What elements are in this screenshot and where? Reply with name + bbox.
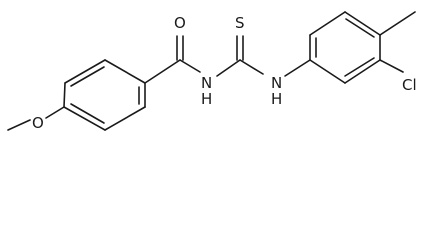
thioamide-hydrogen-label: H (271, 90, 282, 108)
chloro-substituent: Cl (379, 59, 417, 94)
carbonyl-oxygen-label: O (174, 14, 186, 32)
chloromethylphenyl-ring (309, 11, 381, 84)
amide-hydrogen-label: H (201, 90, 212, 108)
chlorine-label: Cl (402, 76, 417, 94)
amide-nh: N H (201, 74, 212, 108)
methoxy-oxygen-label: O (32, 114, 44, 132)
thioamide-nitrogen-label: N (271, 74, 282, 92)
carbonyl-group: O (144, 14, 201, 84)
thiocarbonyl-sulfur-label: S (235, 14, 245, 32)
amide-nitrogen-label: N (201, 74, 212, 92)
methyl-group (379, 11, 416, 36)
thiourea-core: S (216, 14, 264, 77)
methoxyphenyl-ring (63, 59, 146, 131)
methoxy-group: O (7, 106, 65, 132)
chemical-structure-diagram: O O N H S N H (7, 11, 417, 132)
thioamide-nh: N H (271, 59, 311, 108)
